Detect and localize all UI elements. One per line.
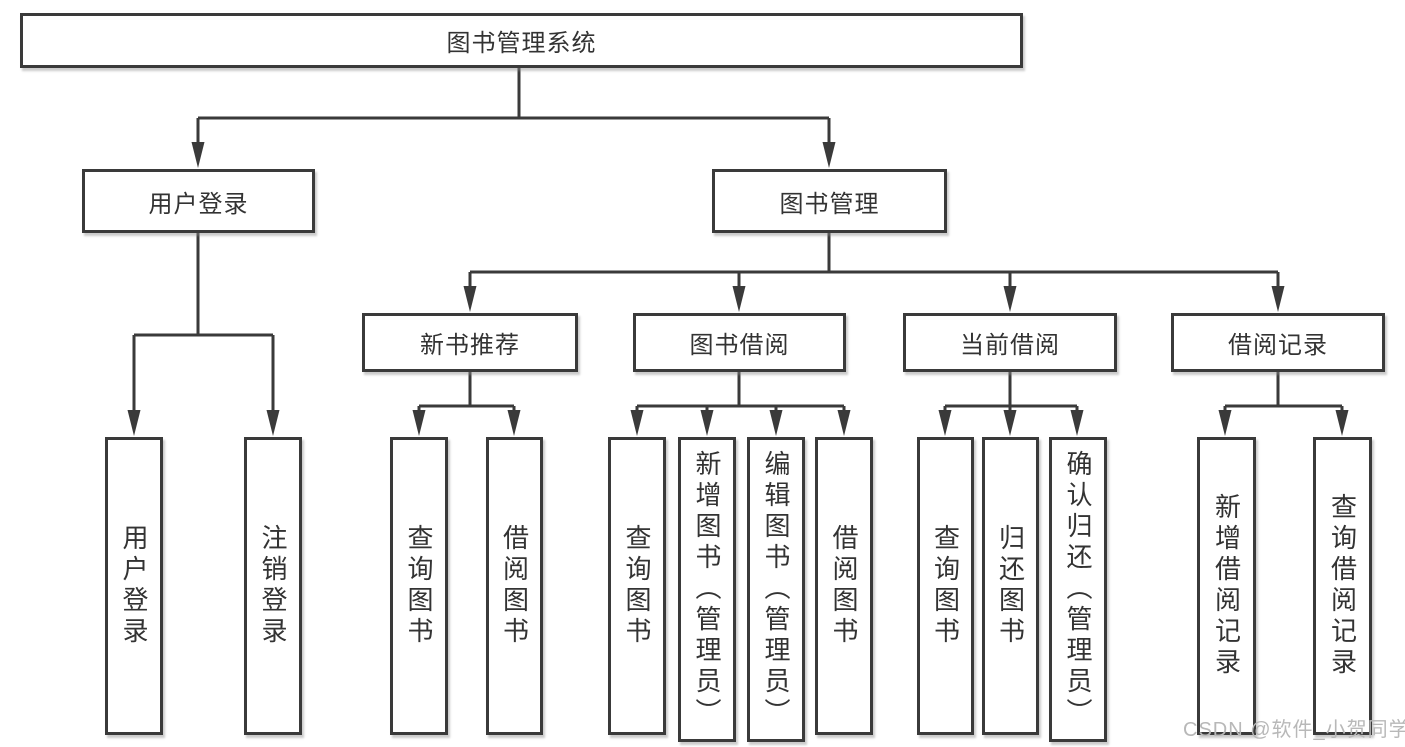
node-user-login: 用户登录 bbox=[82, 169, 315, 233]
leaf-query-books-borrowing-label: 查询图书 bbox=[622, 524, 652, 648]
leaf-edit-books-admin: 编辑图书（管理员） bbox=[747, 437, 805, 742]
leaf-return-books-label: 归还图书 bbox=[995, 524, 1026, 648]
connector-root-split bbox=[191, 68, 836, 168]
watermark: CSDN @软件_小贺同学 bbox=[1183, 719, 1405, 741]
connector-book-management-split bbox=[463, 233, 1285, 312]
leaf-query-books-current-label: 查询图书 bbox=[930, 524, 961, 648]
leaf-query-books-recommend: 查询图书 bbox=[390, 437, 448, 735]
leaf-confirm-return-admin: 确认归还（管理员） bbox=[1049, 437, 1107, 742]
leaf-add-books-admin: 新增图书（管理员） bbox=[678, 437, 736, 742]
leaf-edit-books-admin-label: 编辑图书（管理员） bbox=[761, 450, 791, 729]
connector-book-borrowing-split bbox=[630, 372, 851, 436]
leaf-query-books-borrowing: 查询图书 bbox=[608, 437, 666, 735]
connector-borrowing-records-split bbox=[1218, 372, 1349, 436]
leaf-confirm-return-admin-label: 确认归还（管理员） bbox=[1063, 450, 1093, 729]
leaf-user-login-label: 用户登录 bbox=[119, 524, 149, 648]
leaf-query-books-current: 查询图书 bbox=[917, 437, 974, 735]
leaf-return-books: 归还图书 bbox=[982, 437, 1039, 735]
leaf-query-books-recommend-label: 查询图书 bbox=[404, 524, 434, 648]
node-book-management: 图书管理 bbox=[712, 169, 947, 233]
connector-current-borrowing-split bbox=[938, 372, 1084, 436]
node-new-book-recommend: 新书推荐 bbox=[362, 313, 578, 372]
connector-user-login-split bbox=[127, 233, 280, 436]
leaf-borrow-books-borrowing-label: 借阅图书 bbox=[829, 524, 859, 648]
leaf-query-borrow-record-label: 查询借阅记录 bbox=[1327, 493, 1358, 679]
node-book-borrowing: 图书借阅 bbox=[633, 313, 846, 372]
leaf-add-books-admin-label: 新增图书（管理员） bbox=[692, 450, 722, 729]
leaf-user-login: 用户登录 bbox=[105, 437, 163, 735]
leaf-logout-login-label: 注销登录 bbox=[258, 524, 288, 648]
leaf-add-borrow-record-label: 新增借阅记录 bbox=[1211, 493, 1242, 679]
node-current-borrowing: 当前借阅 bbox=[903, 313, 1117, 372]
leaf-query-borrow-record: 查询借阅记录 bbox=[1313, 437, 1372, 735]
node-borrowing-records: 借阅记录 bbox=[1171, 313, 1385, 372]
connector-new-book-recommend-split bbox=[412, 372, 521, 436]
leaf-borrow-books-borrowing: 借阅图书 bbox=[815, 437, 873, 735]
leaf-borrow-books-recommend-label: 借阅图书 bbox=[499, 524, 530, 648]
leaf-add-borrow-record: 新增借阅记录 bbox=[1197, 437, 1256, 735]
leaf-logout-login: 注销登录 bbox=[244, 437, 302, 735]
leaf-borrow-books-recommend: 借阅图书 bbox=[486, 437, 543, 735]
node-library-system: 图书管理系统 bbox=[20, 13, 1023, 68]
